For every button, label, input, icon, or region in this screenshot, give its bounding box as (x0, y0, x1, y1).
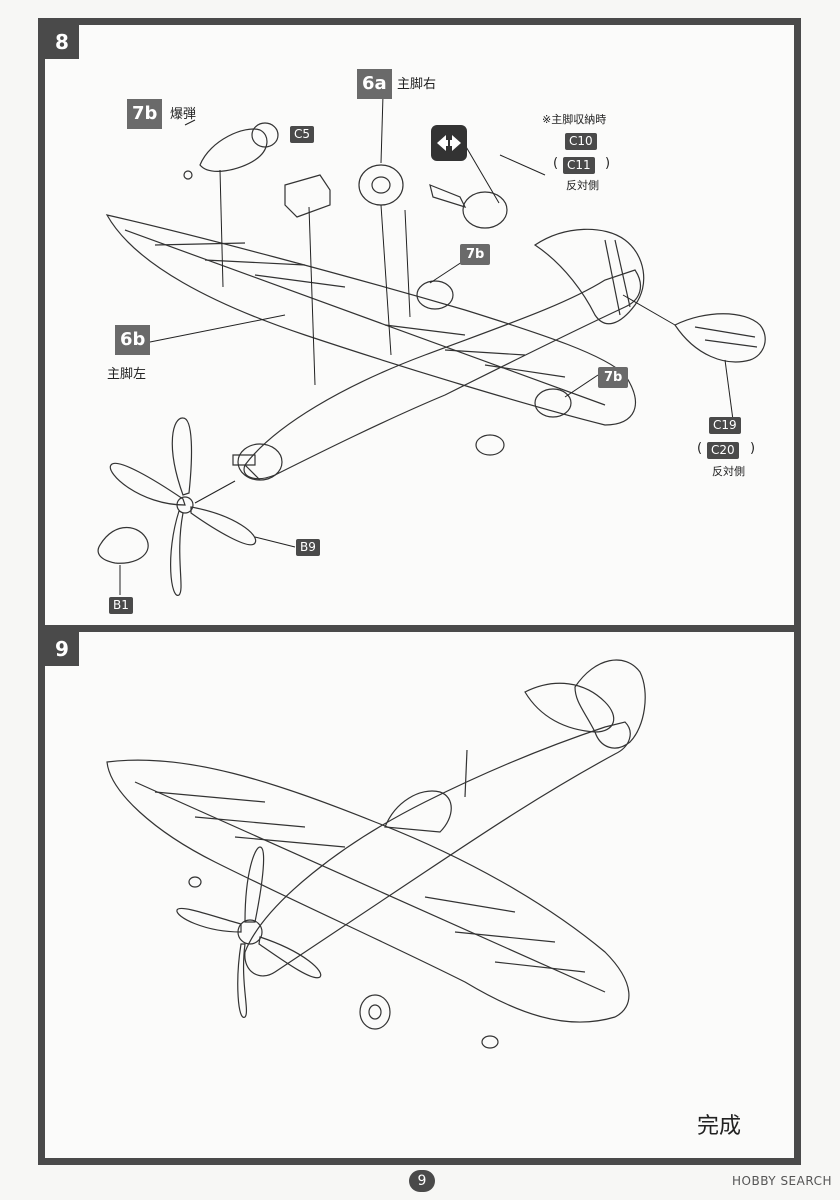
label-bomb: 爆弾 (170, 107, 197, 122)
paren-close-c11: ) (605, 156, 611, 171)
wing-outline (107, 215, 635, 425)
step-9-completed-drawing (45, 632, 794, 1158)
page-number: 9 (409, 1170, 435, 1192)
fuselage-outline (244, 270, 640, 479)
part-c19: C19 (709, 417, 741, 434)
watermark: HOBBY SEARCH (732, 1174, 832, 1188)
completed-fuselage (245, 722, 630, 976)
tail-fin (535, 229, 644, 323)
callout-6a: 6a (357, 69, 392, 99)
step-9-panel: 9 (38, 625, 801, 1165)
bomb-part (200, 129, 267, 171)
part-c5: C5 (290, 126, 315, 143)
spinner-part (98, 528, 148, 564)
step-number: 9 (45, 632, 79, 666)
propeller-part (110, 418, 255, 595)
callout-7b-bomb: 7b (127, 99, 163, 129)
callout-7b-wing: 7b (460, 244, 491, 265)
note-retracted: ※主脚収納時 (542, 113, 607, 126)
mirror-parts-icon (431, 125, 467, 161)
complete-label: 完成 (697, 1114, 742, 1139)
part-c11: C11 (563, 157, 595, 174)
c5-part (285, 175, 330, 217)
completed-propeller (177, 847, 321, 1017)
label-opposite-side: 反対側 (566, 179, 599, 192)
callout-7b-wing-2: 7b (598, 367, 629, 388)
part-b9: B9 (296, 539, 320, 556)
paren-close-c20: ) (750, 441, 756, 456)
part-c20: C20 (707, 442, 739, 459)
step-8-assembly-drawing (45, 25, 794, 625)
completed-tail (575, 660, 645, 748)
step-number: 8 (45, 25, 79, 59)
wheel-part (359, 165, 403, 205)
paren-open-c20: ( (697, 441, 703, 456)
callout-6b: 6b (115, 325, 151, 355)
completed-wing (107, 760, 629, 1022)
stabilizer-part (675, 314, 765, 362)
label-gear-right: 主脚右 (397, 77, 437, 92)
gear-door-part (463, 192, 507, 228)
part-c10: C10 (565, 133, 597, 150)
part-b1: B1 (109, 597, 133, 614)
label-opposite-side-2: 反対側 (712, 465, 745, 478)
step-8-panel: 8 (38, 18, 801, 632)
paren-open-c11: ( (553, 156, 559, 171)
label-gear-left: 主脚左 (107, 367, 147, 382)
